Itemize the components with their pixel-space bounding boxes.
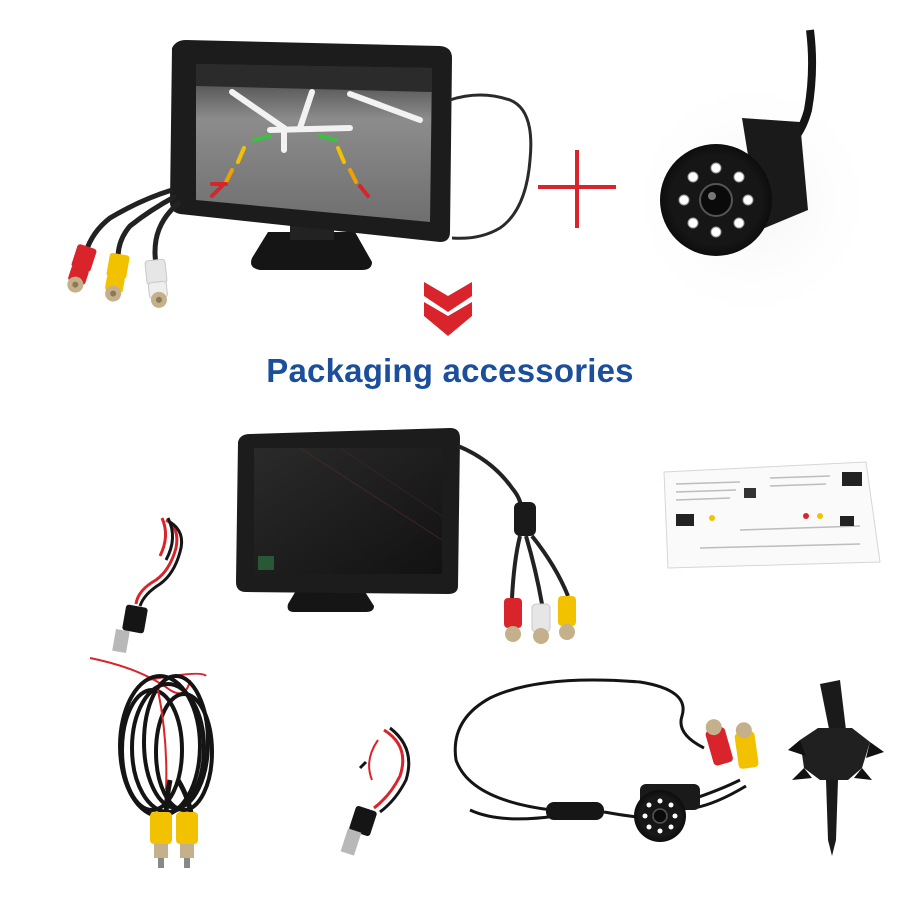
packaging-accessories-heading: Packaging accessories xyxy=(266,352,634,389)
bundle-monitor xyxy=(236,428,576,644)
double-chevron-down-icon xyxy=(424,282,472,336)
camera-harness xyxy=(453,678,759,842)
plus-sign-icon xyxy=(538,150,616,228)
rca-extension-cable-coil xyxy=(89,657,214,821)
monitor-screen-off xyxy=(254,448,442,574)
top-monitor xyxy=(83,40,533,270)
extension-rca-plugs xyxy=(150,812,198,868)
top-rca-plugs xyxy=(67,244,168,308)
camera-power-lead xyxy=(340,726,411,856)
top-camera xyxy=(622,29,882,330)
hole-saw-drill-bit xyxy=(788,680,884,856)
wiring-manual-sheet xyxy=(663,461,881,569)
red-black-dc-power-cable xyxy=(112,517,184,654)
